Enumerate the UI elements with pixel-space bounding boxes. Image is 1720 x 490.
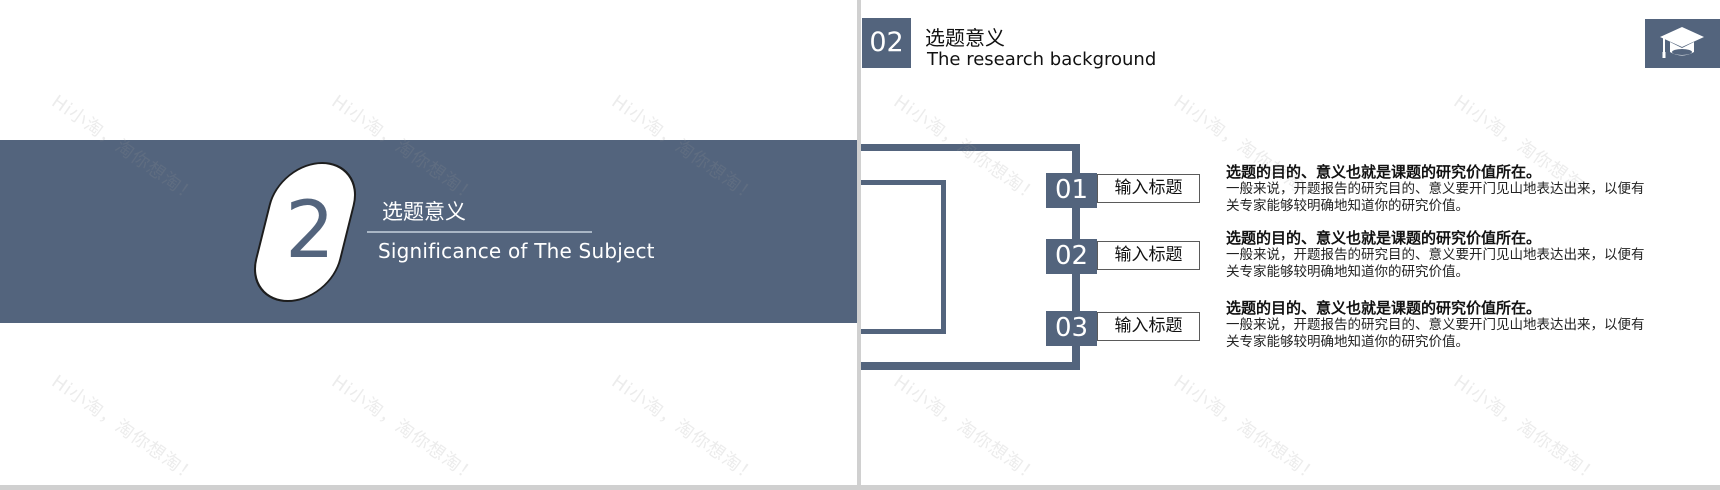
item-description: 选题的目的、意义也就是课题的研究价值所在。 一般来说，开题报告的研究目的、意义要… <box>1226 299 1646 351</box>
graduation-cap-icon <box>1660 27 1704 58</box>
cover-title-en: Significance of The Subject <box>378 239 655 263</box>
item-title-input[interactable]: 输入标题 <box>1097 312 1200 341</box>
watermark: Hi小淘，淘你想淘！ <box>327 371 482 485</box>
item-title-input[interactable]: 输入标题 <box>1097 241 1200 270</box>
header-badge: 02 <box>862 18 911 68</box>
item-body: 一般来说，开题报告的研究目的、意义要开门见山地表达出来，以便有关专家能够较明确地… <box>1226 247 1645 280</box>
watermark: Hi小淘，淘你想淘！ <box>47 371 202 485</box>
inner-frame-right <box>941 180 946 334</box>
slide-divider <box>857 0 861 490</box>
watermark: Hi小淘，淘你想淘！ <box>889 371 1044 485</box>
outer-frame-bottom <box>861 362 1080 370</box>
item-heading: 选题的目的、意义也就是课题的研究价值所在。 <box>1226 229 1542 247</box>
item-body: 一般来说，开题报告的研究目的、意义要开门见山地表达出来，以便有关专家能够较明确地… <box>1226 317 1645 350</box>
header-subtitle-en: The research background <box>927 49 1157 70</box>
item-description: 选题的目的、意义也就是课题的研究价值所在。 一般来说，开题报告的研究目的、意义要… <box>1226 163 1646 215</box>
watermark: Hi小淘，淘你想淘！ <box>1449 371 1604 485</box>
header-title-cn: 选题意义 <box>925 26 1005 50</box>
item-body: 一般来说，开题报告的研究目的、意义要开门见山地表达出来，以便有关专家能够较明确地… <box>1226 181 1645 214</box>
cover-title-cn: 选题意义 <box>382 200 466 224</box>
inner-frame-top <box>861 180 946 185</box>
item-heading: 选题的目的、意义也就是课题的研究价值所在。 <box>1226 299 1542 317</box>
slide-section-cover[interactable]: 2 选题意义 Significance of The Subject Hi小淘，… <box>0 0 857 485</box>
section-number: 2 <box>285 186 335 276</box>
watermark: Hi小淘，淘你想淘！ <box>1169 371 1324 485</box>
item-heading: 选题的目的、意义也就是课题的研究价值所在。 <box>1226 163 1542 181</box>
graduation-cap-badge <box>1645 19 1720 68</box>
bottom-divider <box>0 485 1720 490</box>
item-number-badge: 03 <box>1046 311 1097 346</box>
item-title-input[interactable]: 输入标题 <box>1097 174 1200 203</box>
item-number-badge: 01 <box>1046 173 1097 208</box>
cover-separator <box>367 231 592 233</box>
item-number-badge: 02 <box>1046 239 1097 274</box>
slide-content[interactable]: 02 选题意义 The research background 01 输入标题 … <box>861 0 1720 485</box>
watermark: Hi小淘，淘你想淘！ <box>607 371 762 485</box>
inner-frame-bottom <box>861 329 946 334</box>
item-description: 选题的目的、意义也就是课题的研究价值所在。 一般来说，开题报告的研究目的、意义要… <box>1226 229 1646 281</box>
outer-frame-top <box>861 144 1080 151</box>
